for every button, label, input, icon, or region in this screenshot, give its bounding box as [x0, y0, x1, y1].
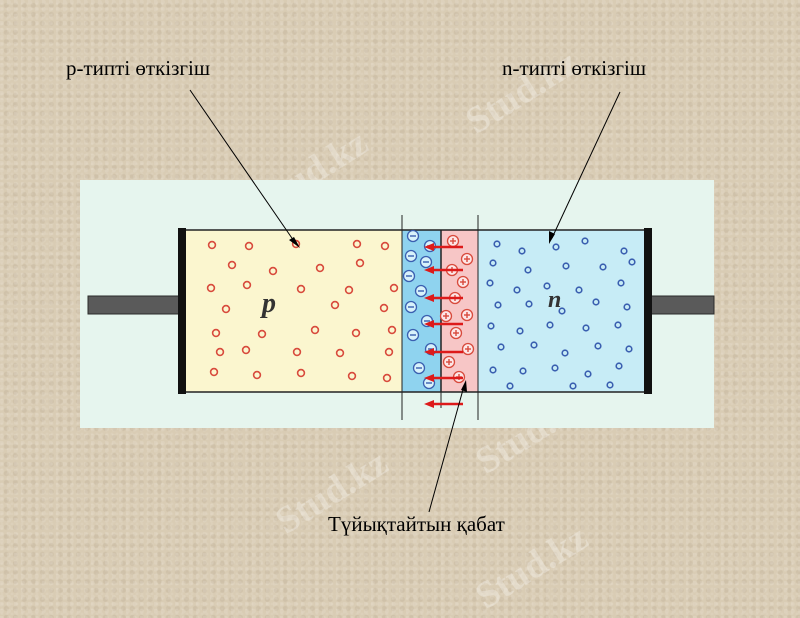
hole [355, 258, 365, 268]
field-arrow-head [424, 294, 434, 302]
hole [268, 266, 278, 276]
p-type-label: p-типті өткізгіш [66, 56, 211, 80]
hole [330, 300, 340, 310]
electron [575, 286, 583, 294]
hole [244, 241, 254, 251]
electron [516, 327, 524, 335]
hole [207, 240, 217, 250]
end-cap-right [644, 228, 652, 394]
electron [594, 342, 602, 350]
electron [489, 366, 497, 374]
electron [551, 364, 559, 372]
hole [344, 285, 354, 295]
hole [209, 367, 219, 377]
hole [379, 303, 389, 313]
electron [524, 266, 532, 274]
field-arrow-head [424, 320, 434, 328]
n-region [478, 230, 646, 392]
electron [493, 240, 501, 248]
hole [252, 370, 262, 380]
pointer-depletion [428, 385, 465, 513]
electron [628, 258, 636, 266]
field-arrows-group [424, 243, 463, 408]
field-arrow-head [424, 266, 434, 274]
electron [582, 324, 590, 332]
hole [257, 329, 267, 339]
electron [623, 303, 631, 311]
lead-right [647, 295, 715, 315]
holes-group [206, 239, 399, 383]
hole [296, 368, 306, 378]
electron [584, 370, 592, 378]
electron [561, 349, 569, 357]
electron [497, 343, 505, 351]
hole [384, 347, 394, 357]
electron [569, 382, 577, 390]
electron [581, 237, 589, 245]
hole [211, 328, 221, 338]
pointer-n-type [551, 91, 621, 239]
electron [592, 298, 600, 306]
electron [489, 259, 497, 267]
hole [315, 263, 325, 273]
field-arrow-head [424, 374, 434, 382]
hole [215, 347, 225, 357]
electron [525, 300, 533, 308]
pointer-p-type [189, 89, 297, 245]
hole [241, 345, 251, 355]
electron [486, 279, 494, 287]
electron [543, 282, 551, 290]
pn-junction-diagram: p n [80, 89, 715, 513]
electron [552, 243, 560, 251]
field-arrow-head [424, 348, 434, 356]
hole [291, 239, 301, 249]
hole [242, 280, 252, 290]
electron [625, 345, 633, 353]
electron [506, 382, 514, 390]
positive-ions-group [439, 234, 475, 384]
electrons-group [486, 237, 636, 390]
field-arrow-head [424, 400, 434, 408]
electron [546, 321, 554, 329]
field-arrow-head [424, 243, 434, 251]
hole [296, 284, 306, 294]
hole [347, 371, 357, 381]
hole [352, 239, 362, 249]
electron [615, 362, 623, 370]
hole [351, 328, 361, 338]
lead-left [87, 295, 184, 315]
electron [599, 263, 607, 271]
hole [310, 325, 320, 335]
electron [617, 279, 625, 287]
electron [494, 301, 502, 309]
electron [513, 286, 521, 294]
hole [382, 373, 392, 383]
hole [292, 347, 302, 357]
electron [487, 322, 495, 330]
electron [606, 381, 614, 389]
pointer-p-type-head [289, 237, 300, 248]
electron [562, 262, 570, 270]
p-region-letter: p [260, 288, 276, 319]
electron [518, 247, 526, 255]
hole [380, 241, 390, 251]
end-cap-left [178, 228, 186, 394]
electron [614, 321, 622, 329]
depletion-layer-label: Түйықтайтын қабат [328, 512, 505, 536]
n-region-letter: n [548, 287, 561, 313]
n-type-label: n-типті өткізгіш [502, 56, 647, 80]
hole [206, 283, 216, 293]
hole [335, 348, 345, 358]
p-region [184, 230, 402, 392]
hole [227, 260, 237, 270]
hole [389, 283, 399, 293]
pointer-n-type-head [549, 231, 555, 244]
electron [620, 247, 628, 255]
pointer-depletion-head [461, 380, 467, 392]
electron [530, 341, 538, 349]
electron [519, 367, 527, 375]
hole [387, 325, 397, 335]
hole [221, 304, 231, 314]
electron [558, 307, 566, 315]
